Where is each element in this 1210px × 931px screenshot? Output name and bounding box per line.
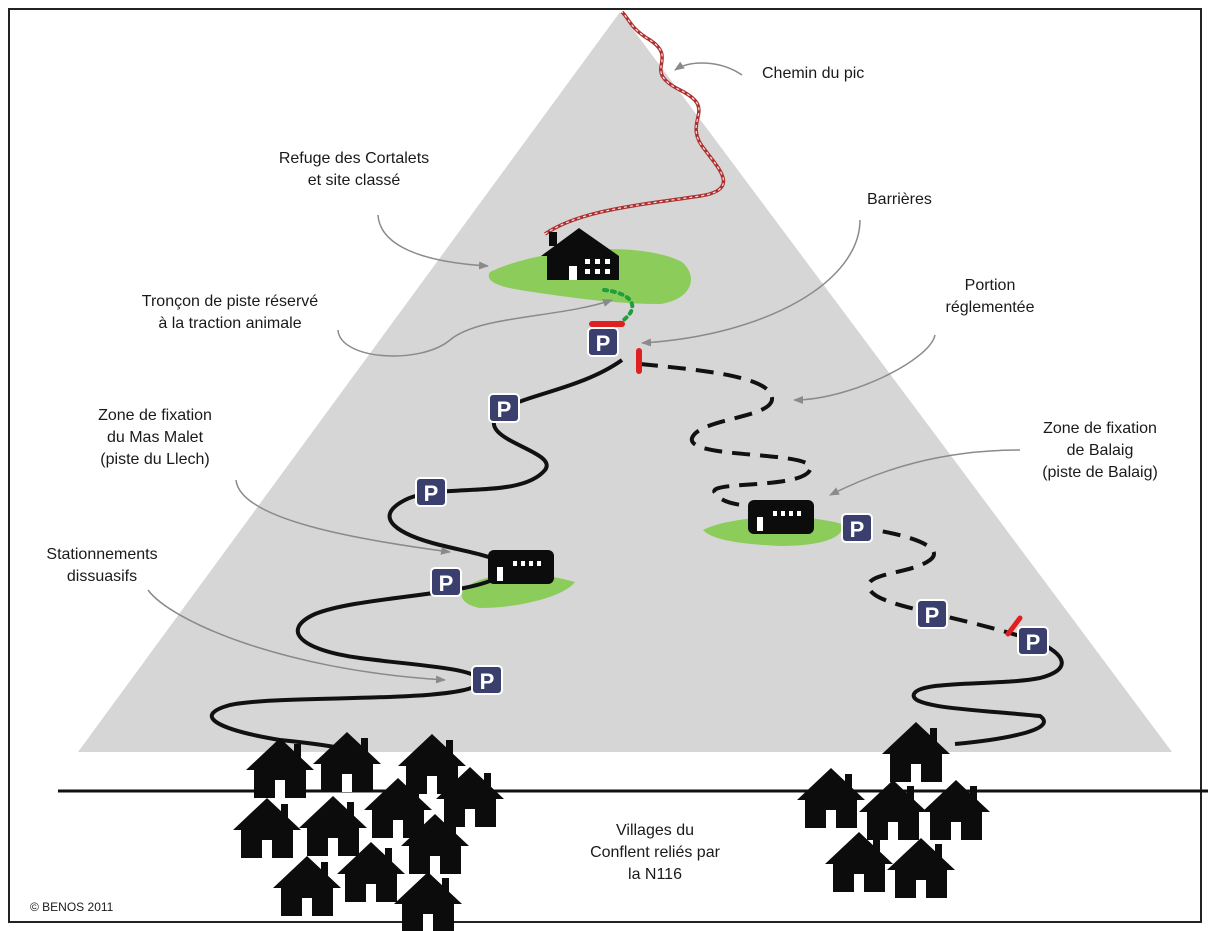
road-balaig-solid bbox=[911, 638, 1064, 746]
label-refuge-des-cortalets: Refuge des Cortalets et site classé bbox=[244, 148, 464, 192]
label-line: Conflent reliés par bbox=[590, 844, 720, 861]
frame-border bbox=[8, 8, 1202, 923]
label-line: (piste de Balaig) bbox=[1042, 464, 1158, 481]
label-line: Zone de fixation bbox=[98, 407, 212, 424]
mountain bbox=[78, 12, 1172, 752]
parking-icon bbox=[415, 477, 447, 507]
trail-chemin-inner bbox=[544, 11, 724, 235]
parking-icon bbox=[841, 513, 873, 543]
label-stationnements-dissuasifs: Stationnements dissuasifs bbox=[22, 544, 182, 588]
label-line: Villages du bbox=[616, 822, 694, 839]
parking-icon bbox=[471, 665, 503, 695]
label-zone-mas-malet: Zone de fixation du Mas Malet (piste du … bbox=[60, 405, 250, 471]
village-houses-left bbox=[233, 732, 504, 931]
parking-icon bbox=[488, 393, 520, 423]
label-line: de Balaig bbox=[1066, 442, 1134, 459]
barrier-balaig bbox=[1005, 615, 1023, 637]
parking-icon bbox=[916, 599, 948, 629]
label-chemin-du-pic: Chemin du pic bbox=[762, 65, 865, 82]
label-line: Tronçon de piste réservé bbox=[141, 293, 319, 310]
label-line: et site classé bbox=[307, 172, 401, 189]
parking-icon bbox=[430, 567, 462, 597]
label-line: Portion bbox=[964, 277, 1016, 294]
copyright-text: © BENOS 2011 bbox=[30, 900, 114, 914]
road-mas-malet bbox=[209, 358, 624, 750]
parking-icon bbox=[587, 327, 619, 357]
label-villages-conflent: Villages du Conflent reliés par la N116 bbox=[560, 820, 750, 886]
callout-arrows bbox=[147, 61, 1021, 684]
parking-icon bbox=[1017, 626, 1049, 656]
label-line: réglementée bbox=[945, 299, 1035, 316]
building-balaig bbox=[748, 500, 814, 534]
label-line: à la traction animale bbox=[158, 315, 302, 332]
label-zone-balaig: Zone de fixation de Balaig (piste de Bal… bbox=[1010, 418, 1190, 484]
building-mas-malet bbox=[488, 550, 554, 584]
label-line: Refuge des Cortalets bbox=[278, 150, 430, 167]
refuge-building bbox=[541, 228, 619, 280]
label-line: (piste du Llech) bbox=[100, 451, 210, 468]
label-line: Zone de fixation bbox=[1043, 420, 1157, 437]
label-line: dissuasifs bbox=[66, 568, 138, 585]
label-portion-reglementee: Portion réglementée bbox=[930, 275, 1050, 319]
label-troncon-traction-animale: Tronçon de piste réservé à la traction a… bbox=[110, 291, 350, 335]
label-line: du Mas Malet bbox=[106, 429, 204, 446]
label-line: Stationnements bbox=[46, 546, 158, 563]
label-line: la N116 bbox=[628, 866, 682, 883]
label-barrieres: Barrières bbox=[867, 191, 932, 208]
